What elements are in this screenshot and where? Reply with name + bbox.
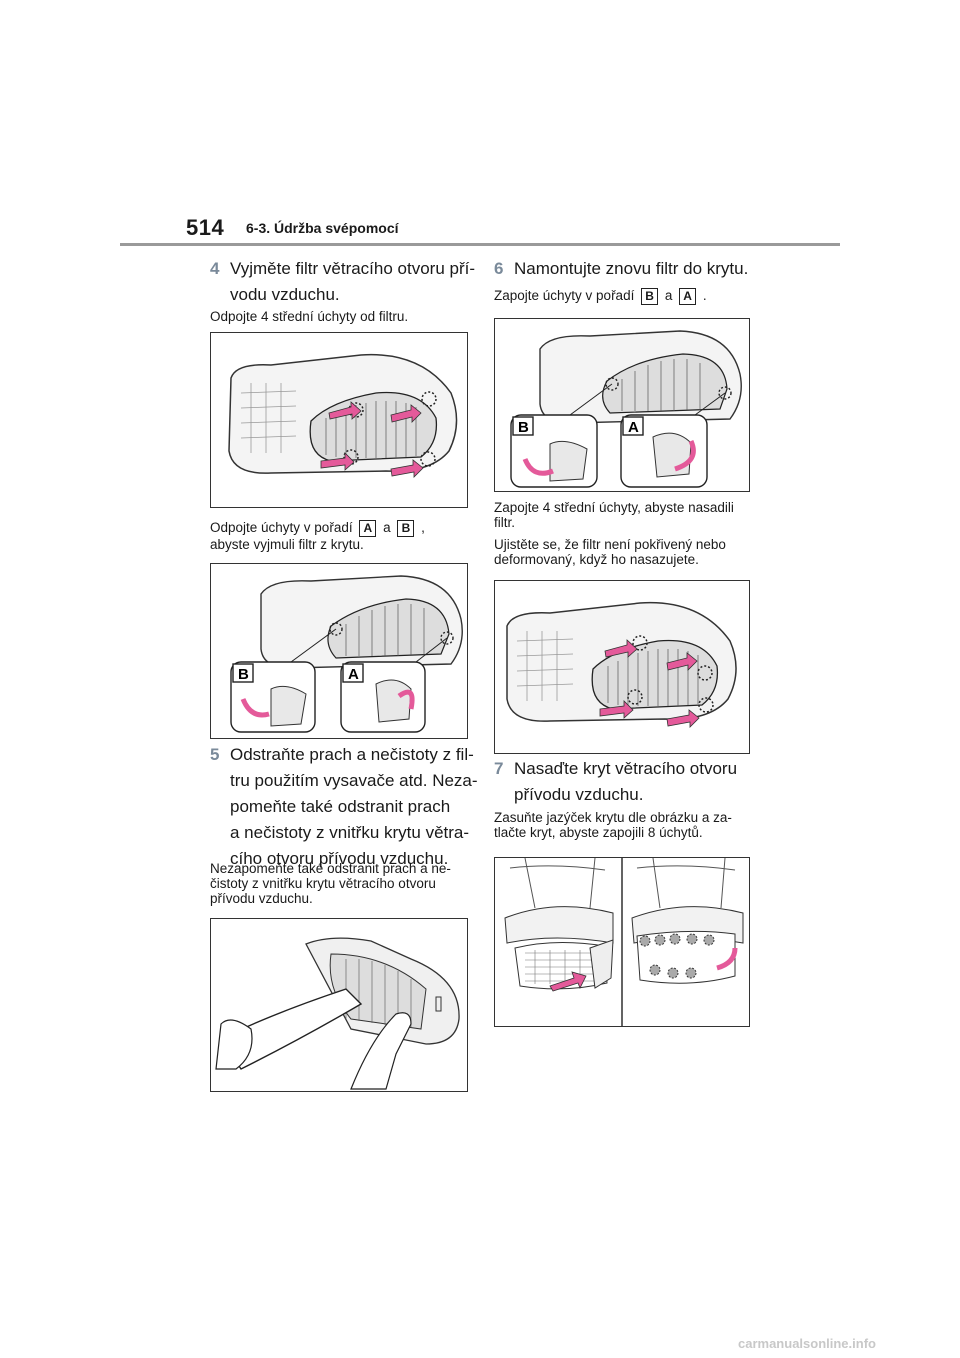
step-title-line: vodu vzduchu. [230,285,340,304]
figure-vacuum [210,918,468,1092]
step-title-line: cího otvoru přívodu vzduchu. [230,849,449,868]
cover-filter-illustration [228,353,458,478]
step-title-line: Odstraňte prach a nečistoty z fil- [230,745,474,764]
note-text: a [383,520,391,536]
step-7-note: Zasuňte jazýček krytu dle obrázku a za- … [494,810,756,840]
step-title-line: přívodu vzduchu. [514,785,644,804]
note-text: Zasuňte jazýček krytu dle obrázku a za- [494,810,732,825]
callout-b: B [518,419,529,436]
step-title-line: Namontujte znovu filtr do krytu. [514,259,749,278]
callout-a: A [628,419,639,436]
figure-attach-clips [494,580,750,754]
step-title-line: Nasaďte kryt větracího otvoru [514,759,738,778]
step-title-line: Vyjměte filtr větracího otvoru pří- [230,259,476,278]
figure-remove-order: B A [210,563,468,739]
step-6-title: 6 Namontujte znovu filtr do krytu. [494,256,764,282]
step-number: 4 [210,259,220,278]
section-title: 6-3. Údržba svépomocí [246,220,399,236]
step-number: 5 [210,745,220,764]
step-title-line: pomeňte také odstranit prach [230,797,451,816]
step-5-title: 5 Odstraňte prach a nečistoty z fil- tru … [210,742,480,872]
header-rule [120,243,840,246]
note-text: . [702,288,707,304]
seat-cover-illustration [504,858,744,1026]
callout-a: A [348,666,359,683]
callout-b: B [238,666,249,683]
note-text: tlačte kryt, abyste zapojili 8 úchytů. [494,825,703,840]
label-a-chip: A [679,288,697,305]
figure-remove-clips [210,332,468,508]
figure-install-cover [494,857,750,1027]
vacuum-illustration [215,937,460,1090]
step-6-note-clips: Zapojte 4 střední úchyty, abyste nasadil… [494,500,756,530]
step-5-note: Nezapomeňte také odstranit prach a ne- č… [210,861,472,906]
step-number: 7 [494,759,504,778]
step-title-line: tru použitím vysavače atd. Neza- [230,771,478,790]
cover-filter-illustration [506,601,737,728]
note-text: abyste vyjmuli filtr z krytu. [210,537,364,552]
note-text: Ujistěte se, že filtr není pokřivený neb… [494,537,726,552]
step-6-order-note: Zapojte úchyty v pořadí B a A . [494,288,754,305]
step-7-title: 7 Nasaďte kryt větracího otvoru přívodu v… [494,756,764,808]
watermark: carmanualsonline.info [738,1336,876,1351]
note-text: Zapojte 4 střední úchyty, abyste nasadil… [494,500,734,515]
step-number: 6 [494,259,504,278]
label-b-chip: B [641,288,659,305]
note-text: přívodu vzduchu. [210,891,313,906]
note-text: Odpojte úchyty v pořadí [210,520,353,536]
step-4-note: Odpojte 4 střední úchyty od filtru. [210,309,409,324]
step-6-note-check: Ujistěte se, že filtr není pokřivený neb… [494,537,756,567]
step-4-order-note: Odpojte úchyty v pořadí A a B , abyste v… [210,520,470,552]
note-text: čistoty z vnitřku krytu větracího otvoru [210,876,436,891]
note-text: deformovaný, když ho nasazujete. [494,552,699,567]
step-title-line: a nečistoty z vnitřku krytu větra- [230,823,470,842]
label-b-chip: B [397,520,415,537]
note-text: , [421,520,425,536]
note-text: a [664,288,673,304]
label-a-chip: A [359,520,377,537]
clip-detail-illustration: B A [230,575,463,733]
page-number: 514 [186,215,225,240]
note-text: Nezapomeňte také odstranit prach a ne- [210,861,451,876]
figure-attach-order: B A [494,318,750,492]
note-text: Zapojte úchyty v pořadí [494,288,635,304]
step-4-title: 4 Vyjměte filtr větracího otvoru pří- vod… [210,256,480,308]
note-text: filtr. [494,515,516,530]
clip-detail-illustration: B A [510,330,742,488]
